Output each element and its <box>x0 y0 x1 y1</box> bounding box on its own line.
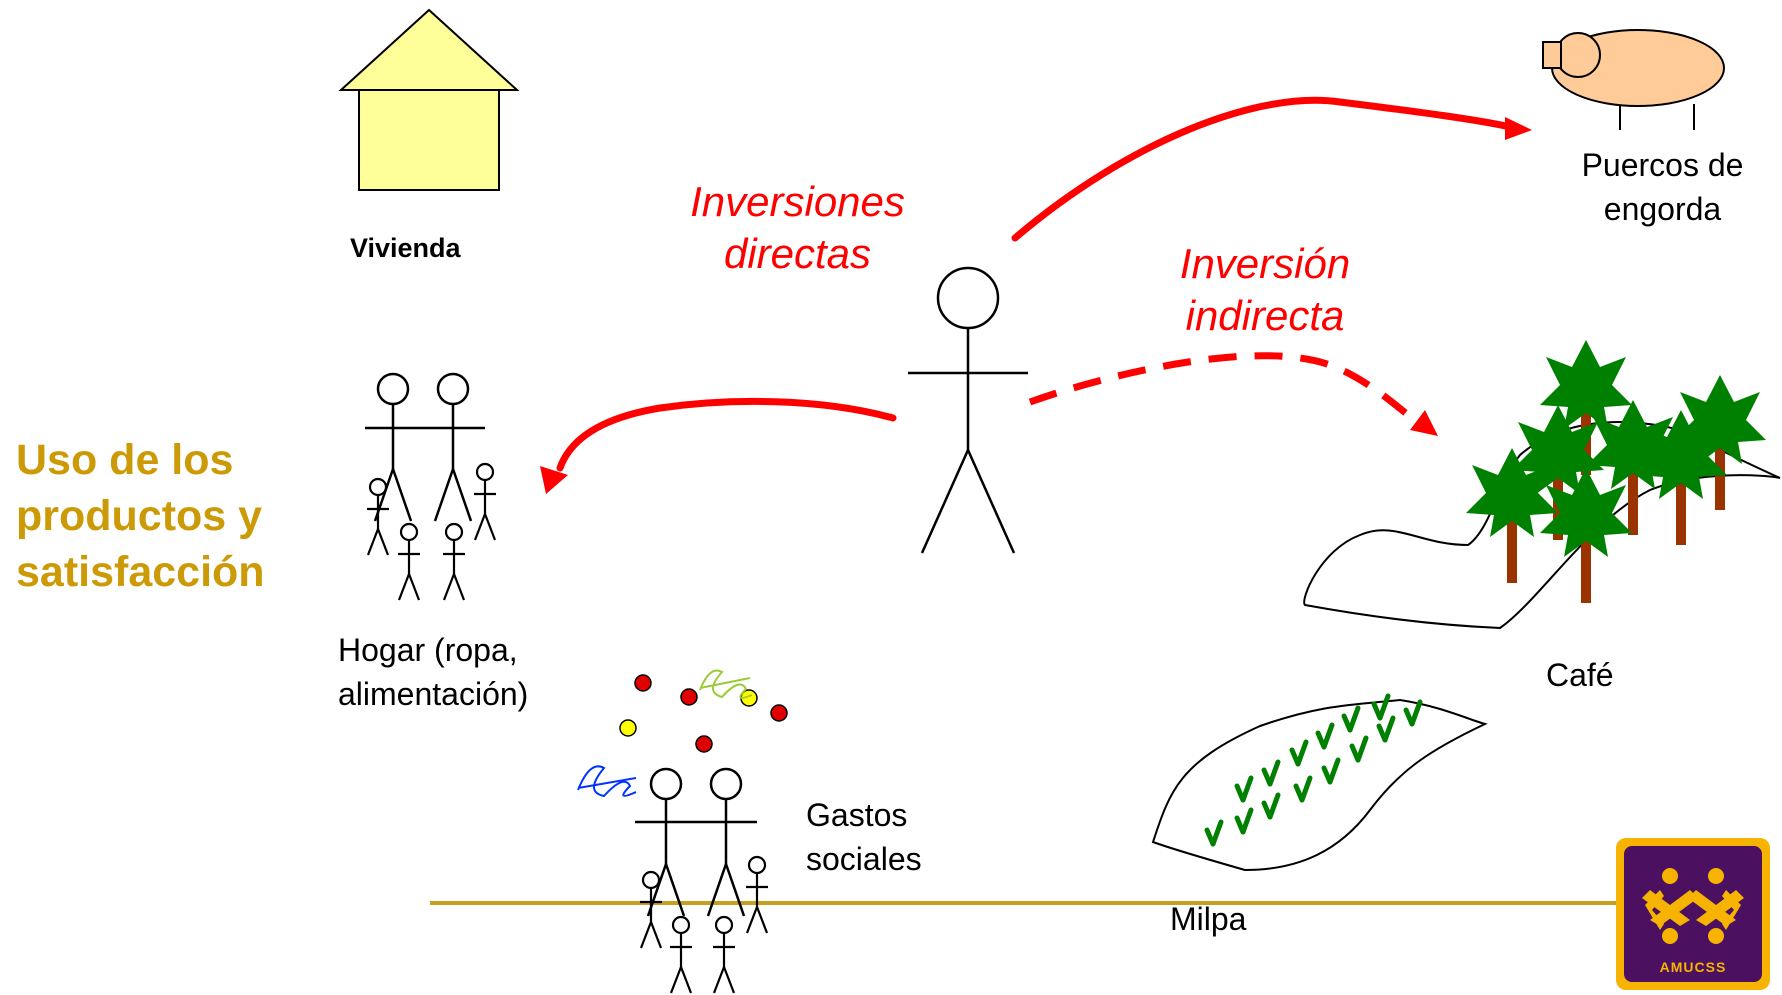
family-icon <box>365 372 498 602</box>
label-hogar-line-1: Hogar (ropa, <box>338 632 518 668</box>
label-cafe: Café <box>1546 657 1614 693</box>
label-inversiones-directas: Inversiones directas <box>660 176 935 280</box>
side-title-line-3: satisfacción <box>16 548 265 596</box>
arrow-indirecta-cafe <box>1028 352 1438 436</box>
label-indirecta-line-1: Inversión <box>1179 240 1351 287</box>
label-inversion-indirecta: Inversión indirecta <box>1150 238 1380 342</box>
arrow-directas-pig <box>1011 96 1532 242</box>
label-gastos: Gastos sociales <box>806 793 922 881</box>
confetti-icon <box>577 669 788 798</box>
side-title-line-1: Uso de los <box>16 436 234 484</box>
label-vivienda: Vivienda <box>350 233 461 263</box>
arrow-directas-hogar <box>540 397 897 494</box>
label-milpa: Milpa <box>1170 901 1247 937</box>
label-directas-line-1: Inversiones <box>690 178 905 225</box>
amucss-logo: AMUCSS <box>1616 838 1770 990</box>
logo-text: AMUCSS <box>1660 959 1727 975</box>
coffee-trees-icon <box>1303 340 1781 630</box>
label-hogar: Hogar (ropa, alimentación) <box>338 628 528 716</box>
person-icon <box>908 266 1028 554</box>
label-puercos-line-1: Puercos de <box>1581 147 1744 183</box>
label-hogar-line-2: alimentación) <box>338 676 529 712</box>
label-gastos-line-1: Gastos <box>806 797 908 833</box>
label-puercos-line-2: engorda <box>1603 191 1722 227</box>
house-icon <box>338 8 520 191</box>
label-puercos: Puercos de engorda <box>1560 143 1765 231</box>
label-gastos-line-2: sociales <box>806 841 922 877</box>
label-indirecta-line-2: indirecta <box>1185 292 1345 339</box>
pig-icon <box>1542 29 1725 130</box>
label-directas-line-2: directas <box>723 230 872 277</box>
side-title: Uso de los productos y satisfacción <box>16 432 265 600</box>
side-title-line-2: productos y <box>16 492 263 540</box>
milpa-field-icon <box>1151 696 1488 872</box>
social-family-icon <box>635 767 770 995</box>
